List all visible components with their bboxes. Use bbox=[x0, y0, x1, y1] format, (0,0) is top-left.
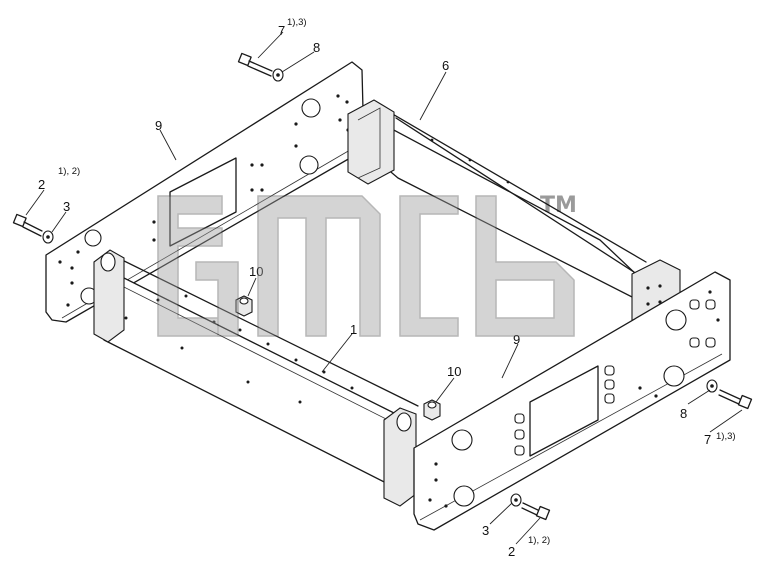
callout-2-bottom: 2 bbox=[508, 544, 515, 559]
bolt-2-left bbox=[12, 213, 43, 237]
note-right: 1),3) bbox=[716, 431, 736, 442]
callout-2-left: 2 bbox=[38, 177, 45, 192]
note-left: 1), 2) bbox=[58, 166, 80, 177]
washer-8-right bbox=[706, 379, 718, 393]
callout-9-rear: 9 bbox=[155, 118, 162, 133]
callout-1: 1 bbox=[350, 322, 357, 337]
callout-8-right: 8 bbox=[680, 406, 687, 421]
callout-6: 6 bbox=[442, 58, 449, 73]
note-top: 1),3) bbox=[287, 17, 307, 28]
front-side-plate bbox=[413, 271, 731, 531]
rear-side-plate bbox=[45, 61, 365, 323]
callout-7-right: 7 bbox=[704, 432, 711, 447]
callout-3-bottom: 3 bbox=[482, 523, 489, 538]
callout-8-top: 8 bbox=[313, 40, 320, 55]
rear-cross-tube bbox=[347, 99, 681, 333]
washer-3-left bbox=[42, 230, 54, 244]
nut-10-right bbox=[423, 399, 441, 421]
washer-8-top bbox=[272, 68, 284, 82]
callout-3-left: 3 bbox=[63, 199, 70, 214]
callout-10-right: 10 bbox=[447, 364, 461, 379]
nut-10-left bbox=[235, 295, 253, 317]
front-cross-tube bbox=[93, 249, 419, 507]
bolt-7-top bbox=[237, 52, 273, 77]
note-bottom: 1), 2) bbox=[528, 535, 550, 546]
callout-7-top: 7 bbox=[278, 23, 285, 38]
callout-9-front: 9 bbox=[513, 332, 520, 347]
bolt-7-right bbox=[718, 389, 753, 410]
bolt-2-bottom bbox=[521, 502, 551, 521]
washer-3-bottom bbox=[510, 493, 522, 507]
leader-lines bbox=[25, 31, 743, 545]
callout-10-left: 10 bbox=[249, 264, 263, 279]
watermark-tm: TM bbox=[540, 193, 577, 218]
watermark-logo: TM bbox=[157, 193, 577, 337]
